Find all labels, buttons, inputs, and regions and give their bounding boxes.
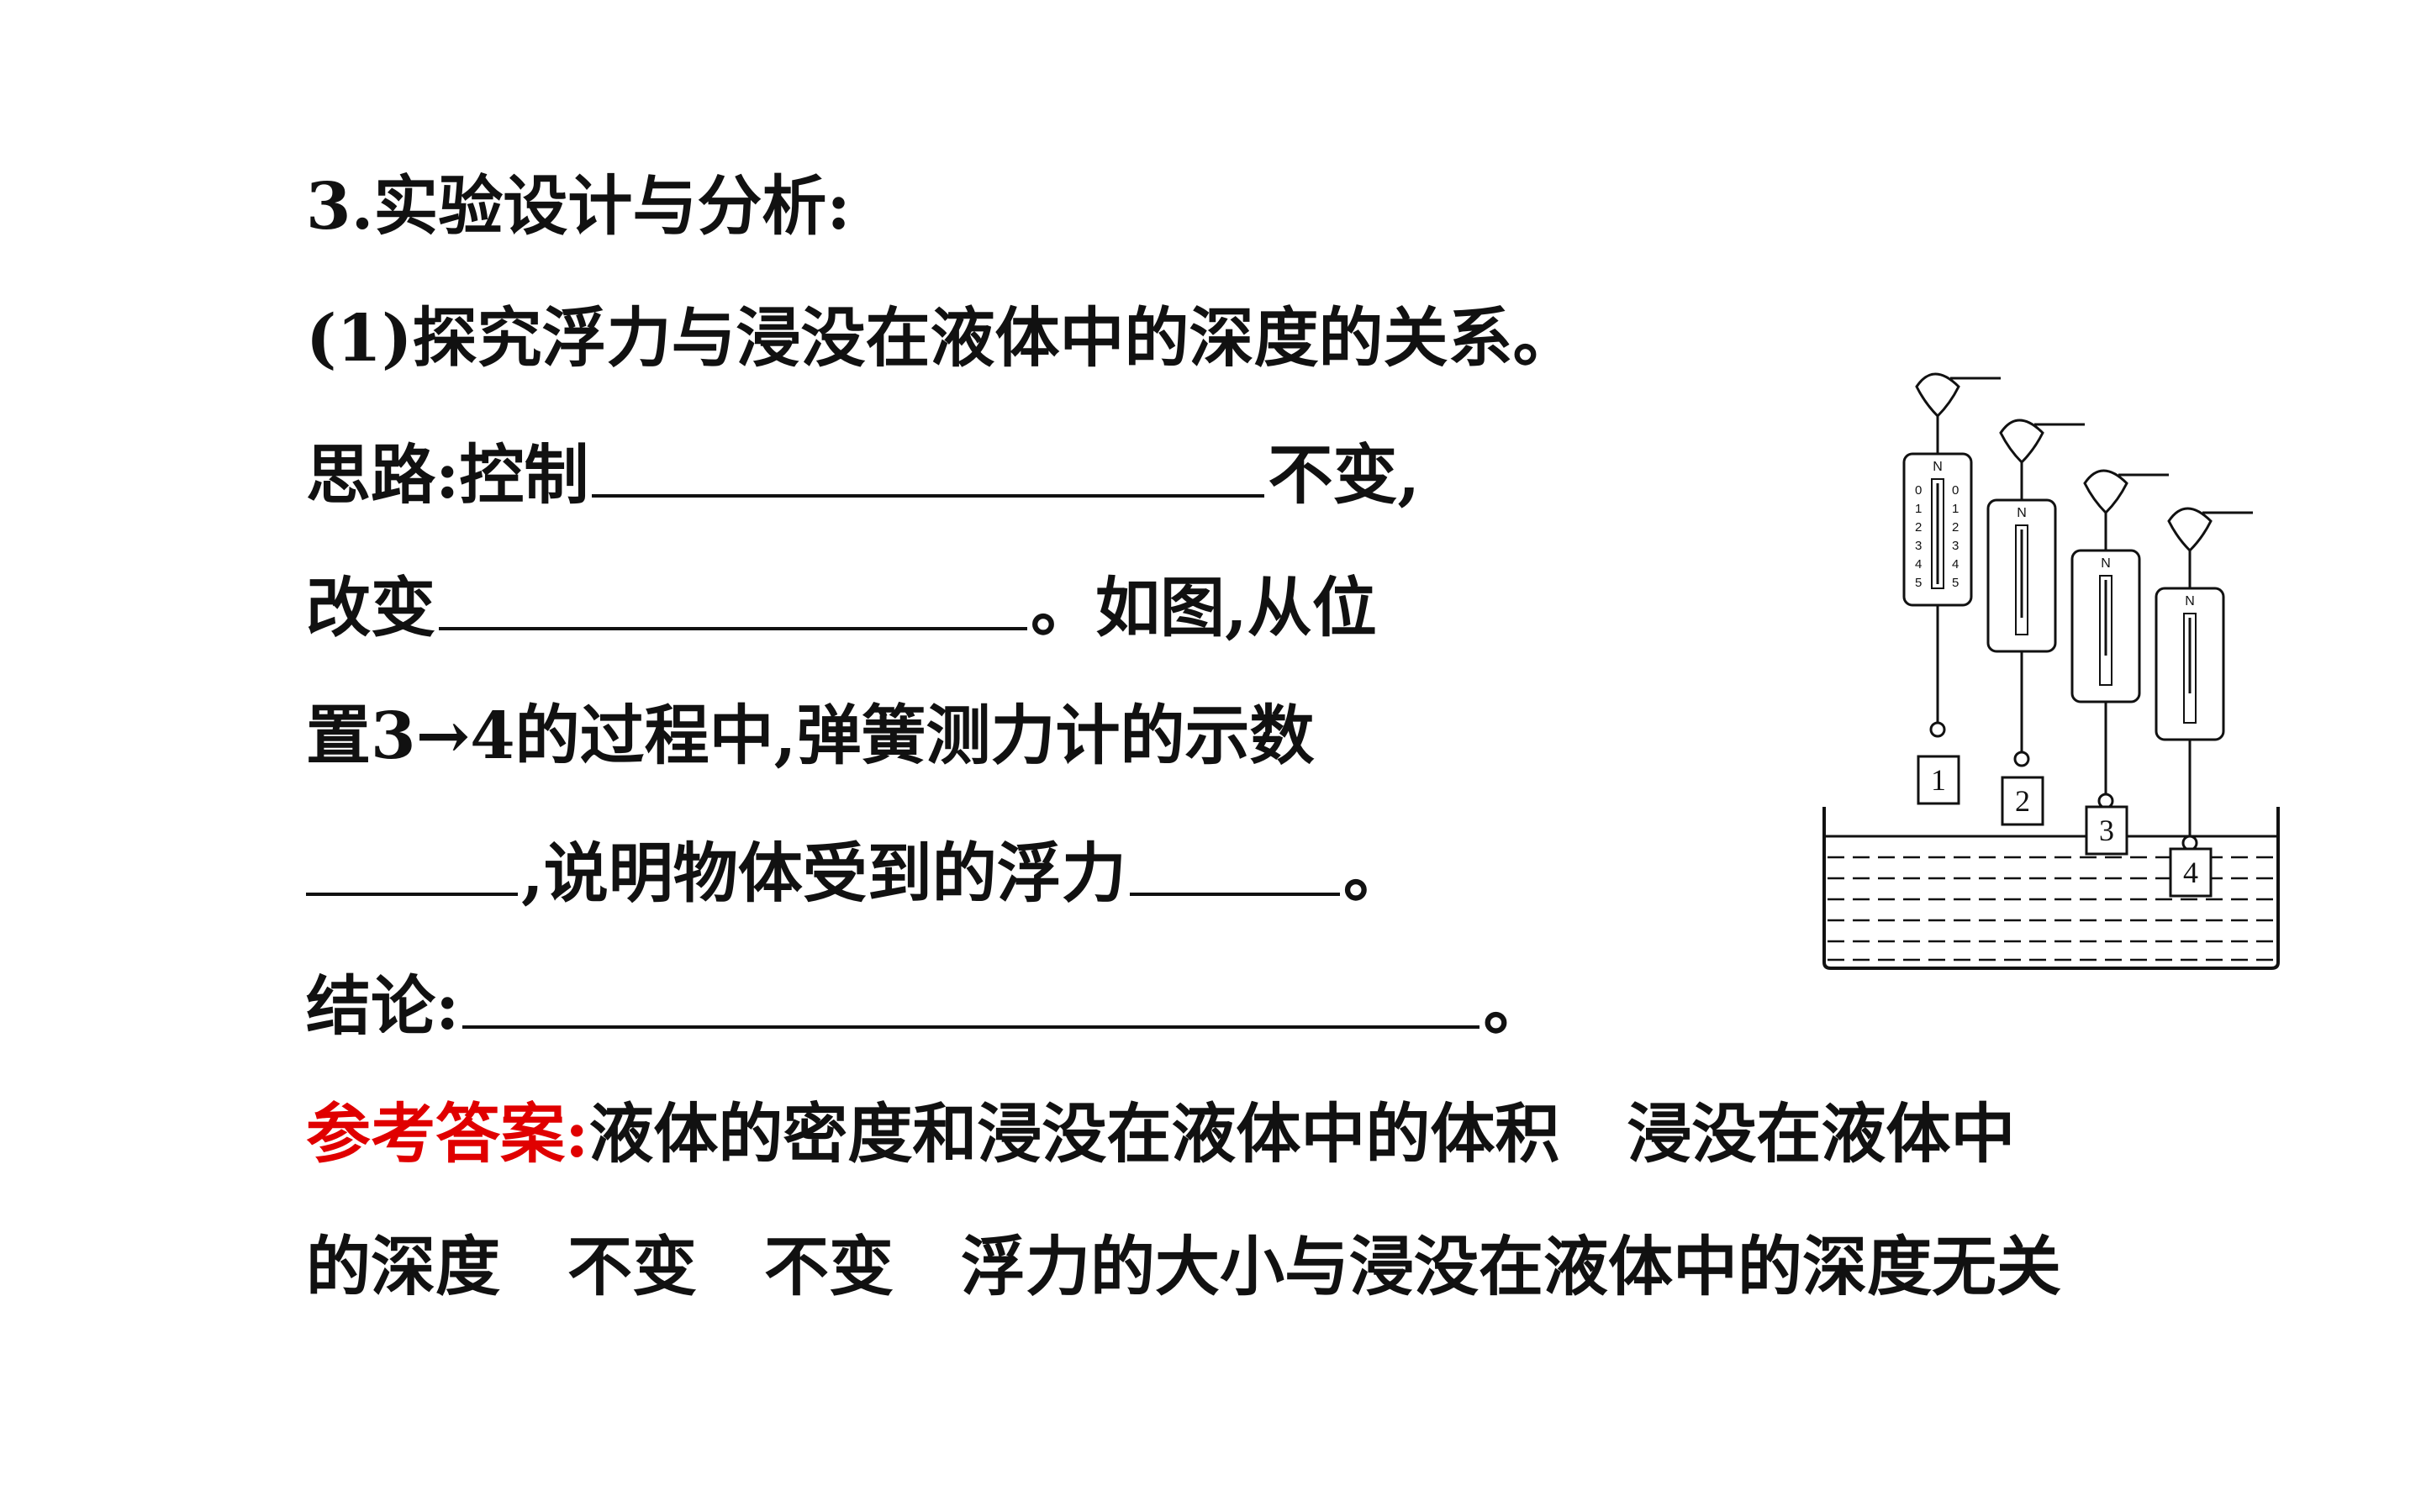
heading-text: 3.实验设计与分析: <box>306 169 851 245</box>
answer-text-2d: 浮力的大小与浸没在液体中的深度无关 <box>961 1230 2061 1305</box>
idea-after-blank-2: 。如图,从位 <box>1031 571 1377 646</box>
spring-scale-3: N 3 <box>2070 469 2169 856</box>
answer-label: 参考答案: <box>306 1097 589 1172</box>
idea-end: 。 <box>1342 836 1408 912</box>
conclusion-end: 。 <box>1483 969 1548 1045</box>
conclusion-label: 结论: <box>306 969 460 1045</box>
answer-blank-4[interactable] <box>1129 829 1340 896</box>
answer-text-1a: 液体的密度和浸没在液体中的体积 <box>588 1097 1560 1172</box>
scale-number: 5 <box>1952 576 1959 590</box>
spring-scale-4: N 4 <box>2155 507 2253 898</box>
meter-unit-label: N <box>2185 594 2195 608</box>
idea-line-2: 改变 。如图,从位 <box>306 563 1377 649</box>
scale-number: 2 <box>1952 520 1959 535</box>
answer-blank-1[interactable] <box>592 430 1265 498</box>
block-label-4: 4 <box>2183 856 2198 889</box>
scale-number: 4 <box>1952 557 1959 572</box>
beaker <box>1822 807 2280 970</box>
answer-blank-5[interactable] <box>462 961 1480 1029</box>
question-subheading: (1)探究浮力与浸没在液体中的深度的关系。 <box>306 298 1577 379</box>
idea-line-1: 思路:控制 不变, <box>306 430 1420 516</box>
idea-line-3: 置3→4的过程中,弹簧测力计的示数 <box>306 696 1314 777</box>
scale-number: 2 <box>1915 520 1922 535</box>
conclusion-line: 结论: 。 <box>306 961 1548 1047</box>
meter-unit-label: N <box>2017 506 2027 520</box>
scale-number: 1 <box>1952 502 1959 516</box>
answer-blank-2[interactable] <box>439 563 1027 630</box>
buoyancy-experiment-diagram: N 0 1 2 3 4 5 0 1 2 3 4 5 <box>1822 372 2280 970</box>
change-label: 改变 <box>306 571 435 646</box>
scale-number: 0 <box>1952 483 1959 498</box>
idea-label: 思路:控制 <box>306 438 589 514</box>
spring-scale-2: N 2 <box>1986 419 2085 826</box>
meter-unit-label: N <box>2101 556 2111 571</box>
liquid <box>1826 835 2276 961</box>
section-heading: 3.实验设计与分析: <box>306 166 851 247</box>
answer-text-2a: 的深度 <box>306 1230 500 1305</box>
meter-unit-label: N <box>1933 460 1943 474</box>
scale-number: 1 <box>1915 502 1922 516</box>
block-label-2: 2 <box>2015 784 2030 818</box>
answer-text-2c: 不变 <box>764 1230 894 1305</box>
spring-scale-1: N 0 1 2 3 4 5 0 1 2 3 4 5 <box>1902 372 2001 805</box>
answer-text-1b: 浸没在液体中 <box>1627 1097 2016 1172</box>
answer-text-2b: 不变 <box>567 1230 697 1305</box>
answer-line-1: 参考答案:液体的密度和浸没在液体中的体积浸没在液体中 <box>306 1094 2015 1175</box>
answer-blank-3[interactable] <box>306 829 518 896</box>
subheading-text: (1)探究浮力与浸没在液体中的深度的关系。 <box>306 301 1578 377</box>
process-text: 置3→4的过程中,弹簧测力计的示数 <box>306 698 1315 774</box>
answer-line-2: 的深度不变不变浮力的大小与浸没在液体中的深度无关 <box>306 1227 2061 1308</box>
idea-after-blank-1: 不变, <box>1268 438 1421 514</box>
scale-number: 3 <box>1915 539 1922 553</box>
scale-number: 0 <box>1915 483 1922 498</box>
experiment-illustration: N 0 1 2 3 4 5 0 1 2 3 4 5 <box>1816 370 2286 992</box>
scale-number: 3 <box>1952 539 1959 553</box>
block-label-1: 1 <box>1931 763 1946 797</box>
explain-text: ,说明物体受到的浮力 <box>521 836 1126 912</box>
scale-number: 5 <box>1915 576 1922 590</box>
block-label-3: 3 <box>2099 814 2114 847</box>
idea-line-4: ,说明物体受到的浮力 。 <box>306 829 1408 914</box>
scale-number: 4 <box>1915 557 1922 572</box>
